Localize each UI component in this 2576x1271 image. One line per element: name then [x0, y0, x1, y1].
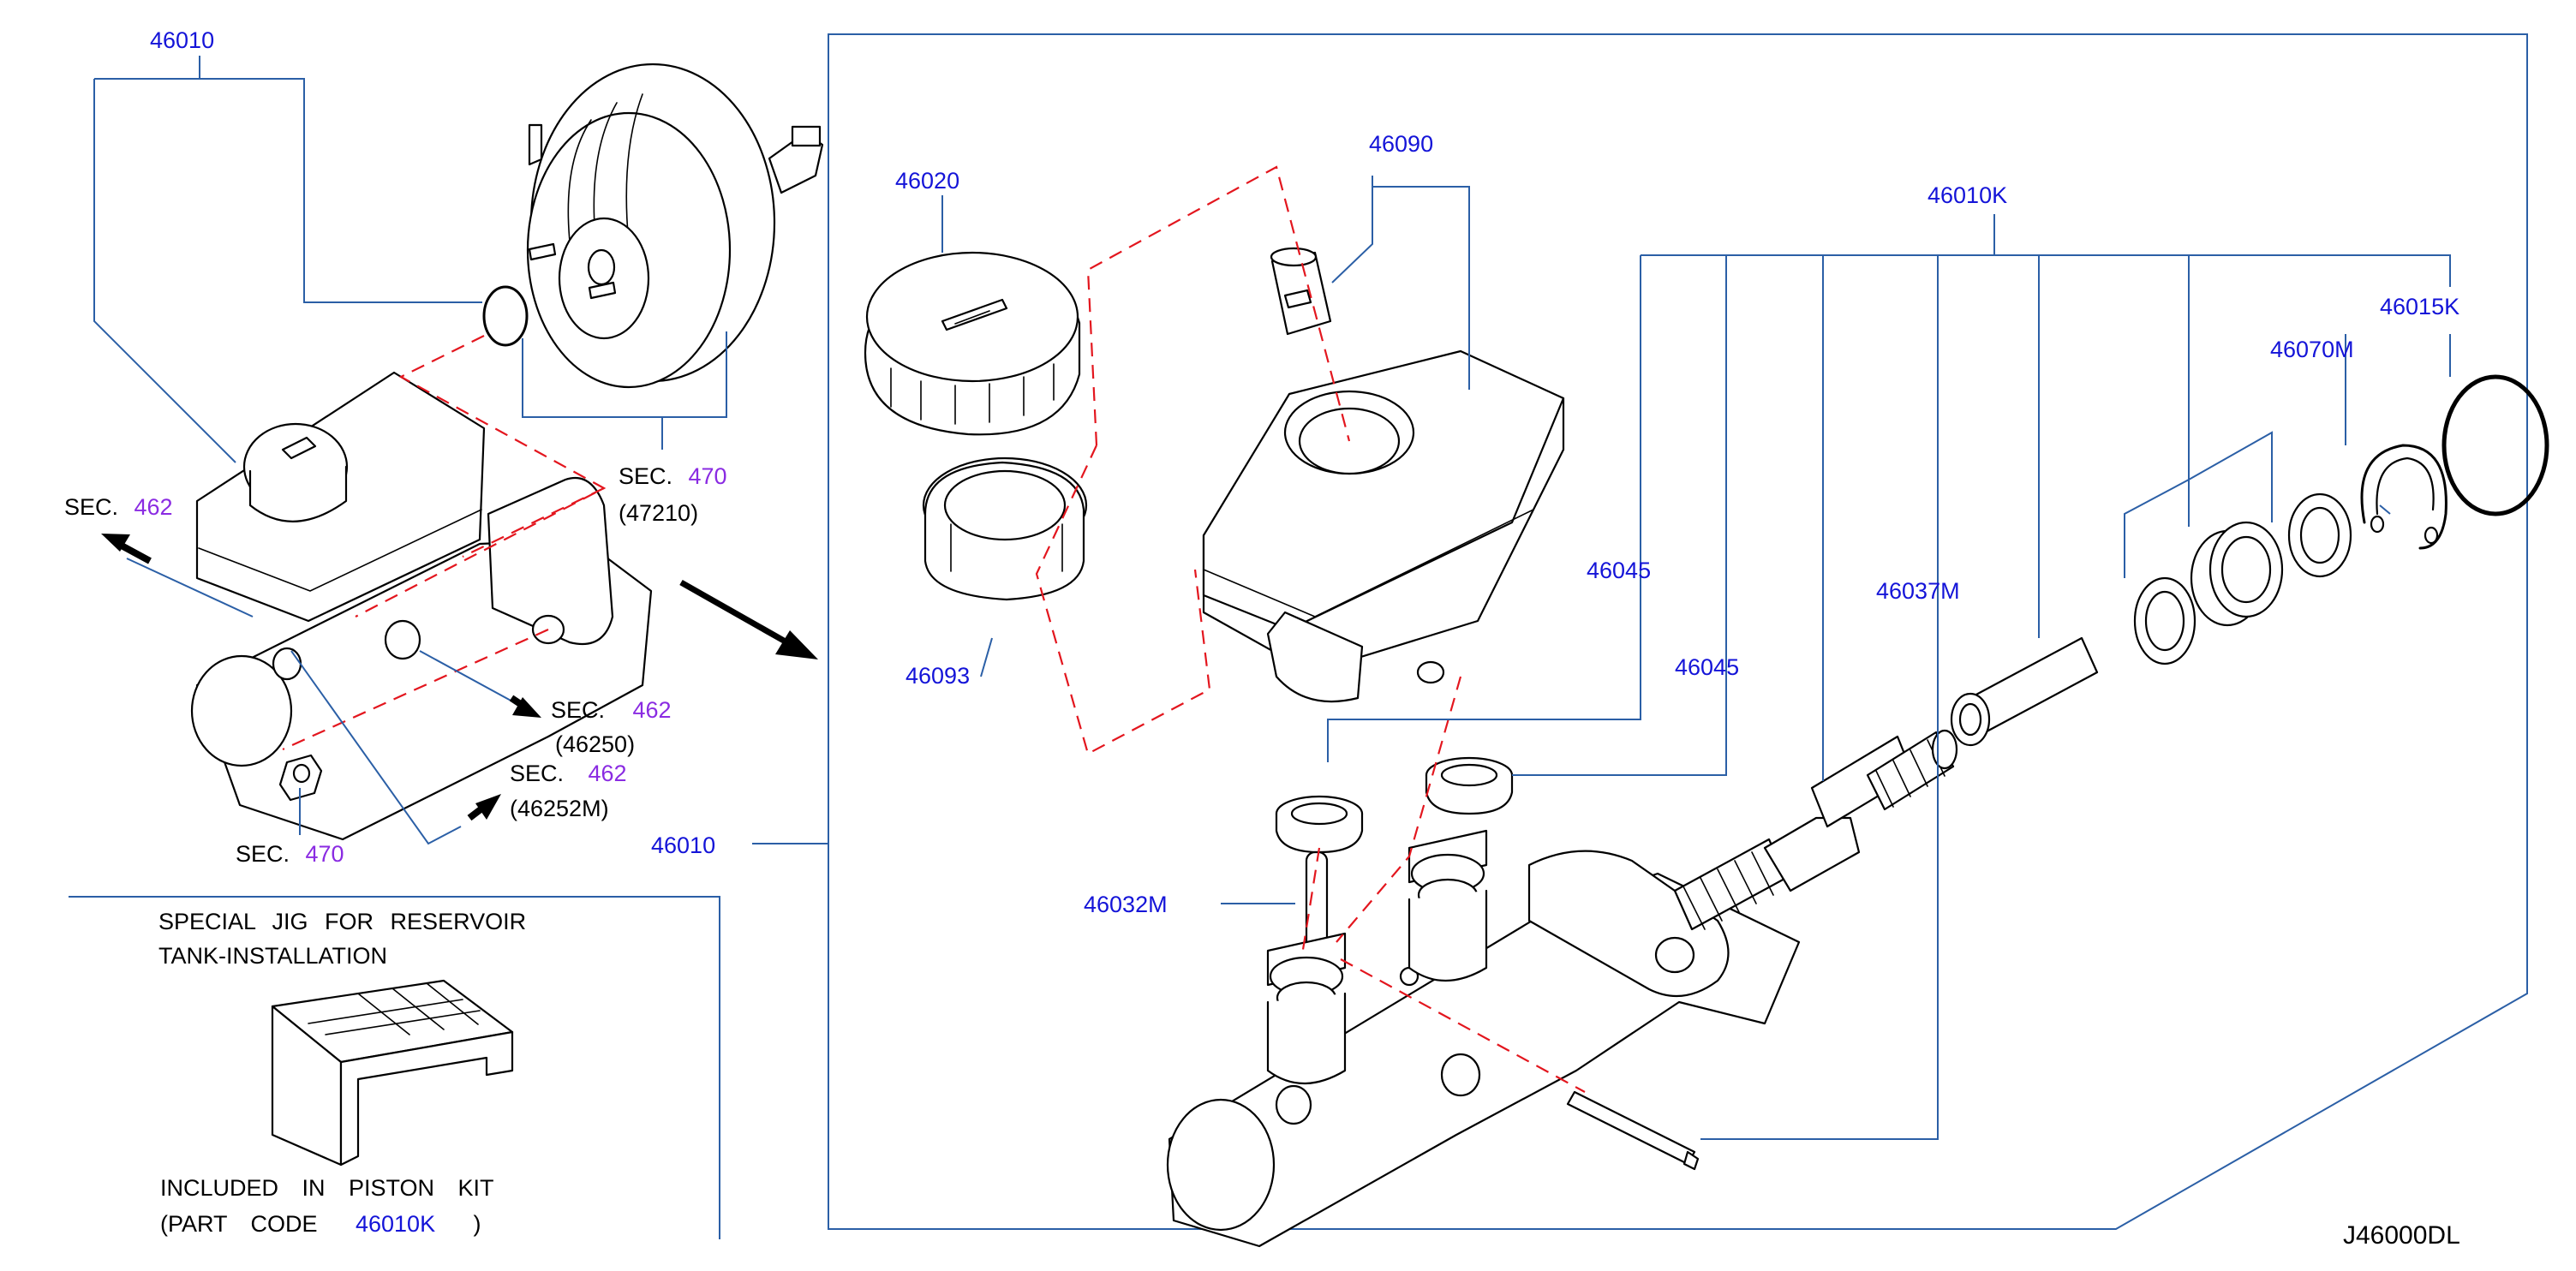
sec-number[interactable]: 470 [305, 841, 344, 867]
left-master-cylinder-drawing [190, 371, 653, 841]
arrows [101, 534, 818, 821]
part-code-prefix: (PART CODE [160, 1211, 318, 1237]
label-46032M[interactable]: 46032M [1084, 892, 1168, 917]
primary-piston-drawing [1810, 729, 1958, 828]
label-46010K[interactable]: 46010K [1928, 182, 2007, 208]
booster-o-ring [482, 285, 529, 347]
sec-462-arrow [101, 534, 130, 552]
diagram-code: J46000DL [2343, 1221, 2460, 1250]
sec-sub-46250: (46250) [555, 731, 635, 757]
secondary-piston-drawing [1673, 816, 1861, 931]
stopper-pin-drawing [1566, 1090, 1700, 1171]
right-dashed-guides [1035, 165, 1586, 1093]
label-46045-b[interactable]: 46045 [1675, 654, 1739, 680]
reservoir-tank-drawing [1202, 349, 1565, 703]
special-jig-title-line2: TANK-INSTALLATION [158, 943, 387, 969]
piston-kit-drawing [1950, 636, 2099, 747]
exploded-view-arrow [775, 630, 818, 659]
reservoir-strainer-drawing [922, 456, 1088, 601]
sec-470-47210-ref[interactable]: SEC. 470 [619, 463, 727, 489]
sec-sub-47210: (47210) [619, 500, 698, 526]
reservoir-pin-drawing [1270, 247, 1332, 336]
sec-number[interactable]: 470 [688, 463, 726, 489]
special-jig-drawing [271, 979, 514, 1167]
sec-470-ref[interactable]: SEC. 470 [236, 841, 344, 867]
large-o-ring [2442, 374, 2549, 516]
sec-462-ref[interactable]: SEC. 462 [64, 494, 173, 520]
part-code-suffix: ) [474, 1211, 481, 1237]
piston-seal-drawing [2133, 576, 2196, 665]
exploded-view-frame [828, 33, 2528, 1230]
sec-462-46250-ref[interactable]: SEC. 462 [551, 697, 672, 723]
sec-number[interactable]: 462 [632, 697, 671, 723]
right-leader-lines [941, 176, 2451, 1140]
sec-462-46252m-ref[interactable]: SEC. 462 [510, 761, 627, 786]
sec-sub-46252m: (46252M) [510, 796, 609, 821]
label-46070M[interactable]: 46070M [2270, 337, 2354, 362]
label-46037M[interactable]: 46037M [1876, 578, 1960, 604]
label-46010-mid[interactable]: 46010 [651, 832, 715, 858]
label-46015K[interactable]: 46015K [2380, 294, 2459, 319]
part-code-link[interactable]: 46010K [356, 1211, 435, 1237]
roll-pin-drawing [1305, 850, 1329, 952]
special-jig-title-line1: SPECIAL JIG FOR RESERVOIR [158, 909, 526, 934]
sec-prefix: SEC. [64, 494, 118, 520]
grommet-drawing-2 [1425, 756, 1514, 815]
master-cylinder-body-drawing [1166, 829, 1801, 1248]
special-jig-box [69, 896, 720, 1239]
sec-462-46252m-arrow [475, 794, 501, 820]
piston-washer-drawing [2287, 492, 2352, 578]
grommet-drawing-1 [1275, 795, 1364, 854]
label-46020[interactable]: 46020 [895, 168, 959, 194]
sec-number[interactable]: 462 [134, 494, 172, 520]
label-46093[interactable]: 46093 [905, 663, 970, 689]
sec-number[interactable]: 462 [588, 761, 626, 786]
sec-prefix: SEC. [510, 761, 564, 786]
special-jig-note-line2: (PART CODE 46010K ) [160, 1211, 481, 1237]
label-46090[interactable]: 46090 [1369, 131, 1433, 157]
reservoir-cap-drawing [864, 251, 1081, 436]
sec-462-46250-arrow [512, 697, 541, 718]
label-46010-top[interactable]: 46010 [150, 27, 214, 53]
left-dashed-guides [282, 335, 607, 751]
special-jig-note-line1: INCLUDED IN PISTON KIT [160, 1175, 494, 1201]
piston-cup-drawing [2190, 521, 2284, 627]
snap-ring-drawing [2360, 444, 2447, 550]
left-leader-lines [93, 56, 727, 845]
sec-prefix: SEC. [236, 841, 290, 867]
brake-booster-drawing [526, 63, 824, 389]
sec-prefix: SEC. [551, 697, 605, 723]
label-46045-a[interactable]: 46045 [1587, 558, 1651, 583]
sec-prefix: SEC. [619, 463, 672, 489]
